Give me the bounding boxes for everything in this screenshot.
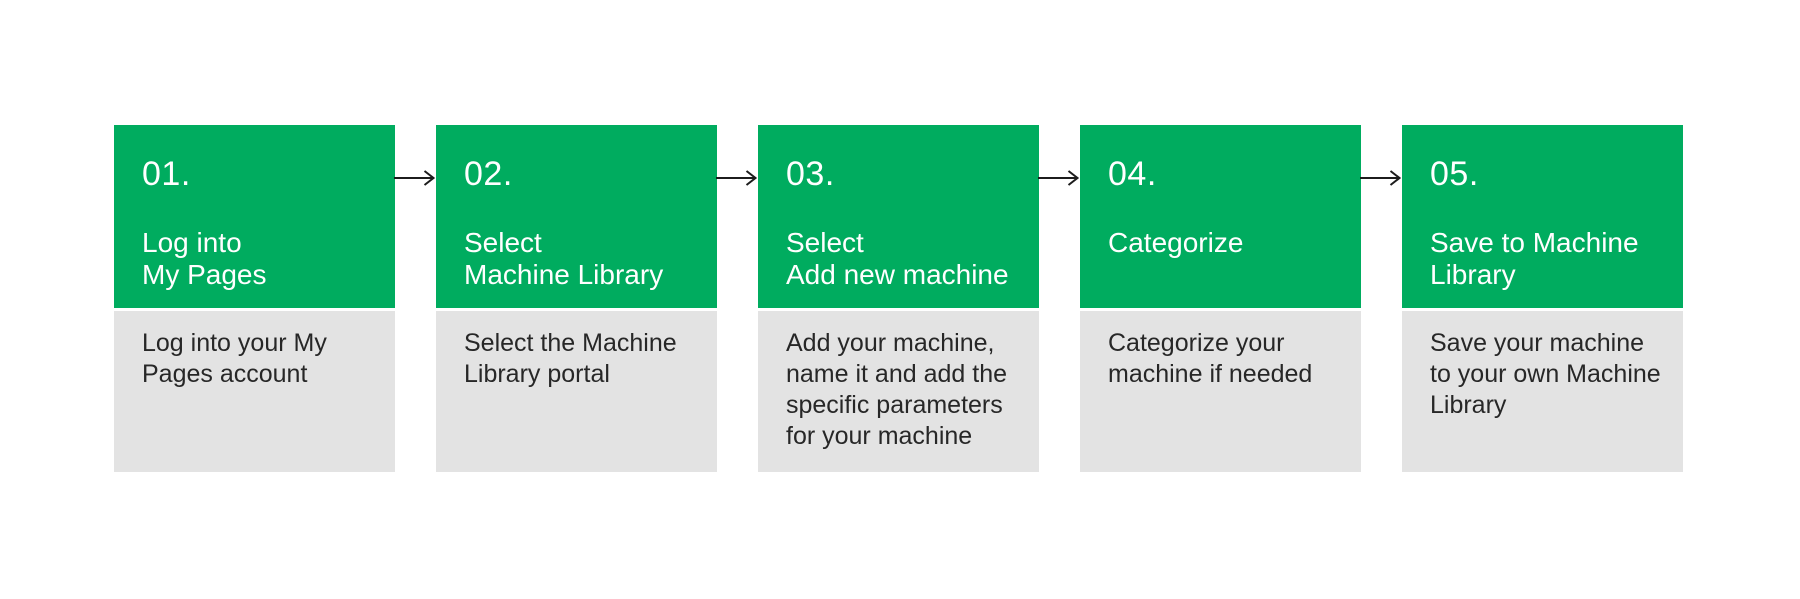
step-title: Categorize [1108, 227, 1244, 258]
step-1-body: Log into your My Pages account [114, 311, 395, 472]
step-4: 04. Categorize Categorize your machine i… [1080, 125, 1361, 472]
step-3-header: 03. Select Add new machine [758, 125, 1039, 308]
step-number: 01. [142, 155, 191, 193]
step-description: Add your machine, name it and add the sp… [786, 329, 1007, 450]
step-title: Log into My Pages [142, 227, 267, 290]
arrow-right-icon [1038, 125, 1080, 308]
step-description: Select the Machine Library portal [464, 329, 677, 388]
step-2-body: Select the Machine Library portal [436, 311, 717, 472]
step-3: 03. Select Add new machine Add your mach… [758, 125, 1039, 472]
arrow-right-icon [1360, 125, 1402, 308]
step-description: Log into your My Pages account [142, 329, 327, 388]
step-title: Select Machine Library [464, 227, 664, 290]
step-3-body: Add your machine, name it and add the sp… [758, 311, 1039, 472]
step-1: 01. Log into My Pages Log into your My P… [114, 125, 395, 472]
step-2: 02. Select Machine Library Select the Ma… [436, 125, 717, 472]
step-number: 03. [786, 155, 835, 193]
step-4-body: Categorize your machine if needed [1080, 311, 1361, 472]
step-4-header: 04. Categorize [1080, 125, 1361, 308]
step-number: 04. [1108, 155, 1157, 193]
step-number: 02. [464, 155, 513, 193]
step-title: Save to Machine Library [1430, 227, 1639, 290]
step-number: 05. [1430, 155, 1479, 193]
step-5-body: Save your machine to your own Machine Li… [1402, 311, 1683, 472]
step-5-header: 05. Save to Machine Library [1402, 125, 1683, 308]
step-description: Categorize your machine if needed [1108, 329, 1313, 388]
step-2-header: 02. Select Machine Library [436, 125, 717, 308]
arrow-right-icon [394, 125, 436, 308]
step-description: Save your machine to your own Machine Li… [1430, 329, 1661, 419]
step-1-header: 01. Log into My Pages [114, 125, 395, 308]
step-5: 05. Save to Machine Library Save your ma… [1402, 125, 1683, 472]
step-title: Select Add new machine [786, 227, 1009, 290]
arrow-right-icon [716, 125, 758, 308]
process-flow: 01. Log into My Pages Log into your My P… [114, 125, 1683, 472]
